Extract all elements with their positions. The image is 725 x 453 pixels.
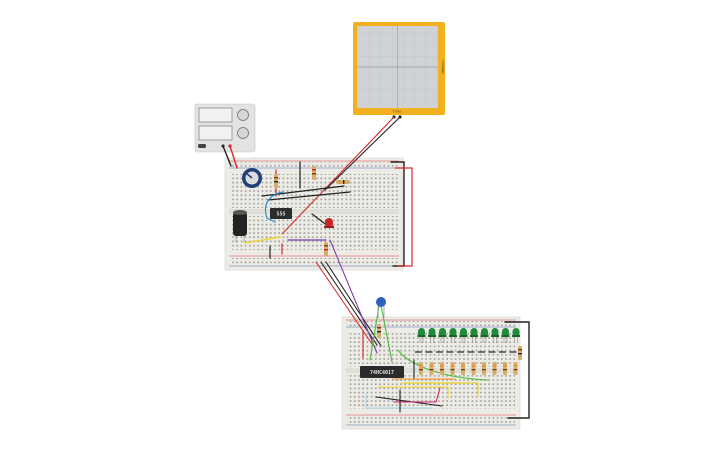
resistor[interactable] xyxy=(377,324,381,338)
led-green[interactable] xyxy=(491,328,499,343)
ic-555[interactable]: 555 xyxy=(270,208,292,219)
resistor[interactable] xyxy=(492,362,497,375)
resistor[interactable] xyxy=(324,242,328,256)
resistor[interactable] xyxy=(450,362,455,375)
resistor[interactable] xyxy=(461,362,465,375)
led-green[interactable] xyxy=(428,328,436,343)
led-green[interactable] xyxy=(501,328,510,343)
wires[interactable] xyxy=(222,116,530,419)
breadboard-counter[interactable] xyxy=(341,316,521,430)
ic-555-label: 555 xyxy=(276,212,285,218)
resistor[interactable] xyxy=(419,362,423,375)
ic-74hc4017[interactable]: 74HC4017 xyxy=(360,366,404,378)
scope-time-label: Time xyxy=(393,109,403,114)
led-green[interactable] xyxy=(512,328,520,343)
led-resistor-row[interactable] xyxy=(419,362,518,375)
resistor[interactable] xyxy=(518,346,522,360)
current-knob[interactable] xyxy=(237,127,249,139)
oscilloscope[interactable]: Time Voltage xyxy=(353,22,446,119)
potentiometer[interactable] xyxy=(242,168,262,188)
led-green[interactable] xyxy=(480,328,489,343)
voltage-knob[interactable] xyxy=(237,109,249,121)
power-supply[interactable] xyxy=(194,103,256,153)
resistor[interactable] xyxy=(336,180,350,184)
resistor[interactable] xyxy=(312,166,316,180)
resistor[interactable] xyxy=(471,362,476,375)
led-green[interactable] xyxy=(438,328,447,343)
resistor[interactable] xyxy=(274,174,278,188)
led-green[interactable] xyxy=(417,328,426,343)
led-green[interactable] xyxy=(470,328,478,343)
led-red[interactable] xyxy=(324,218,334,228)
resistor[interactable] xyxy=(513,362,518,375)
resistor[interactable] xyxy=(503,362,507,375)
resistor[interactable] xyxy=(482,362,486,375)
ic-74hc4017-label: 74HC4017 xyxy=(370,370,394,376)
led-green[interactable] xyxy=(459,328,468,343)
capacitor-ceramic[interactable] xyxy=(376,297,386,318)
scope-voltage-label: Voltage xyxy=(441,60,446,74)
led-row[interactable] xyxy=(415,328,520,353)
led-green[interactable] xyxy=(449,328,457,343)
capacitor-electrolytic[interactable] xyxy=(233,210,247,242)
resistor[interactable] xyxy=(440,362,444,375)
resistor[interactable] xyxy=(429,362,434,375)
